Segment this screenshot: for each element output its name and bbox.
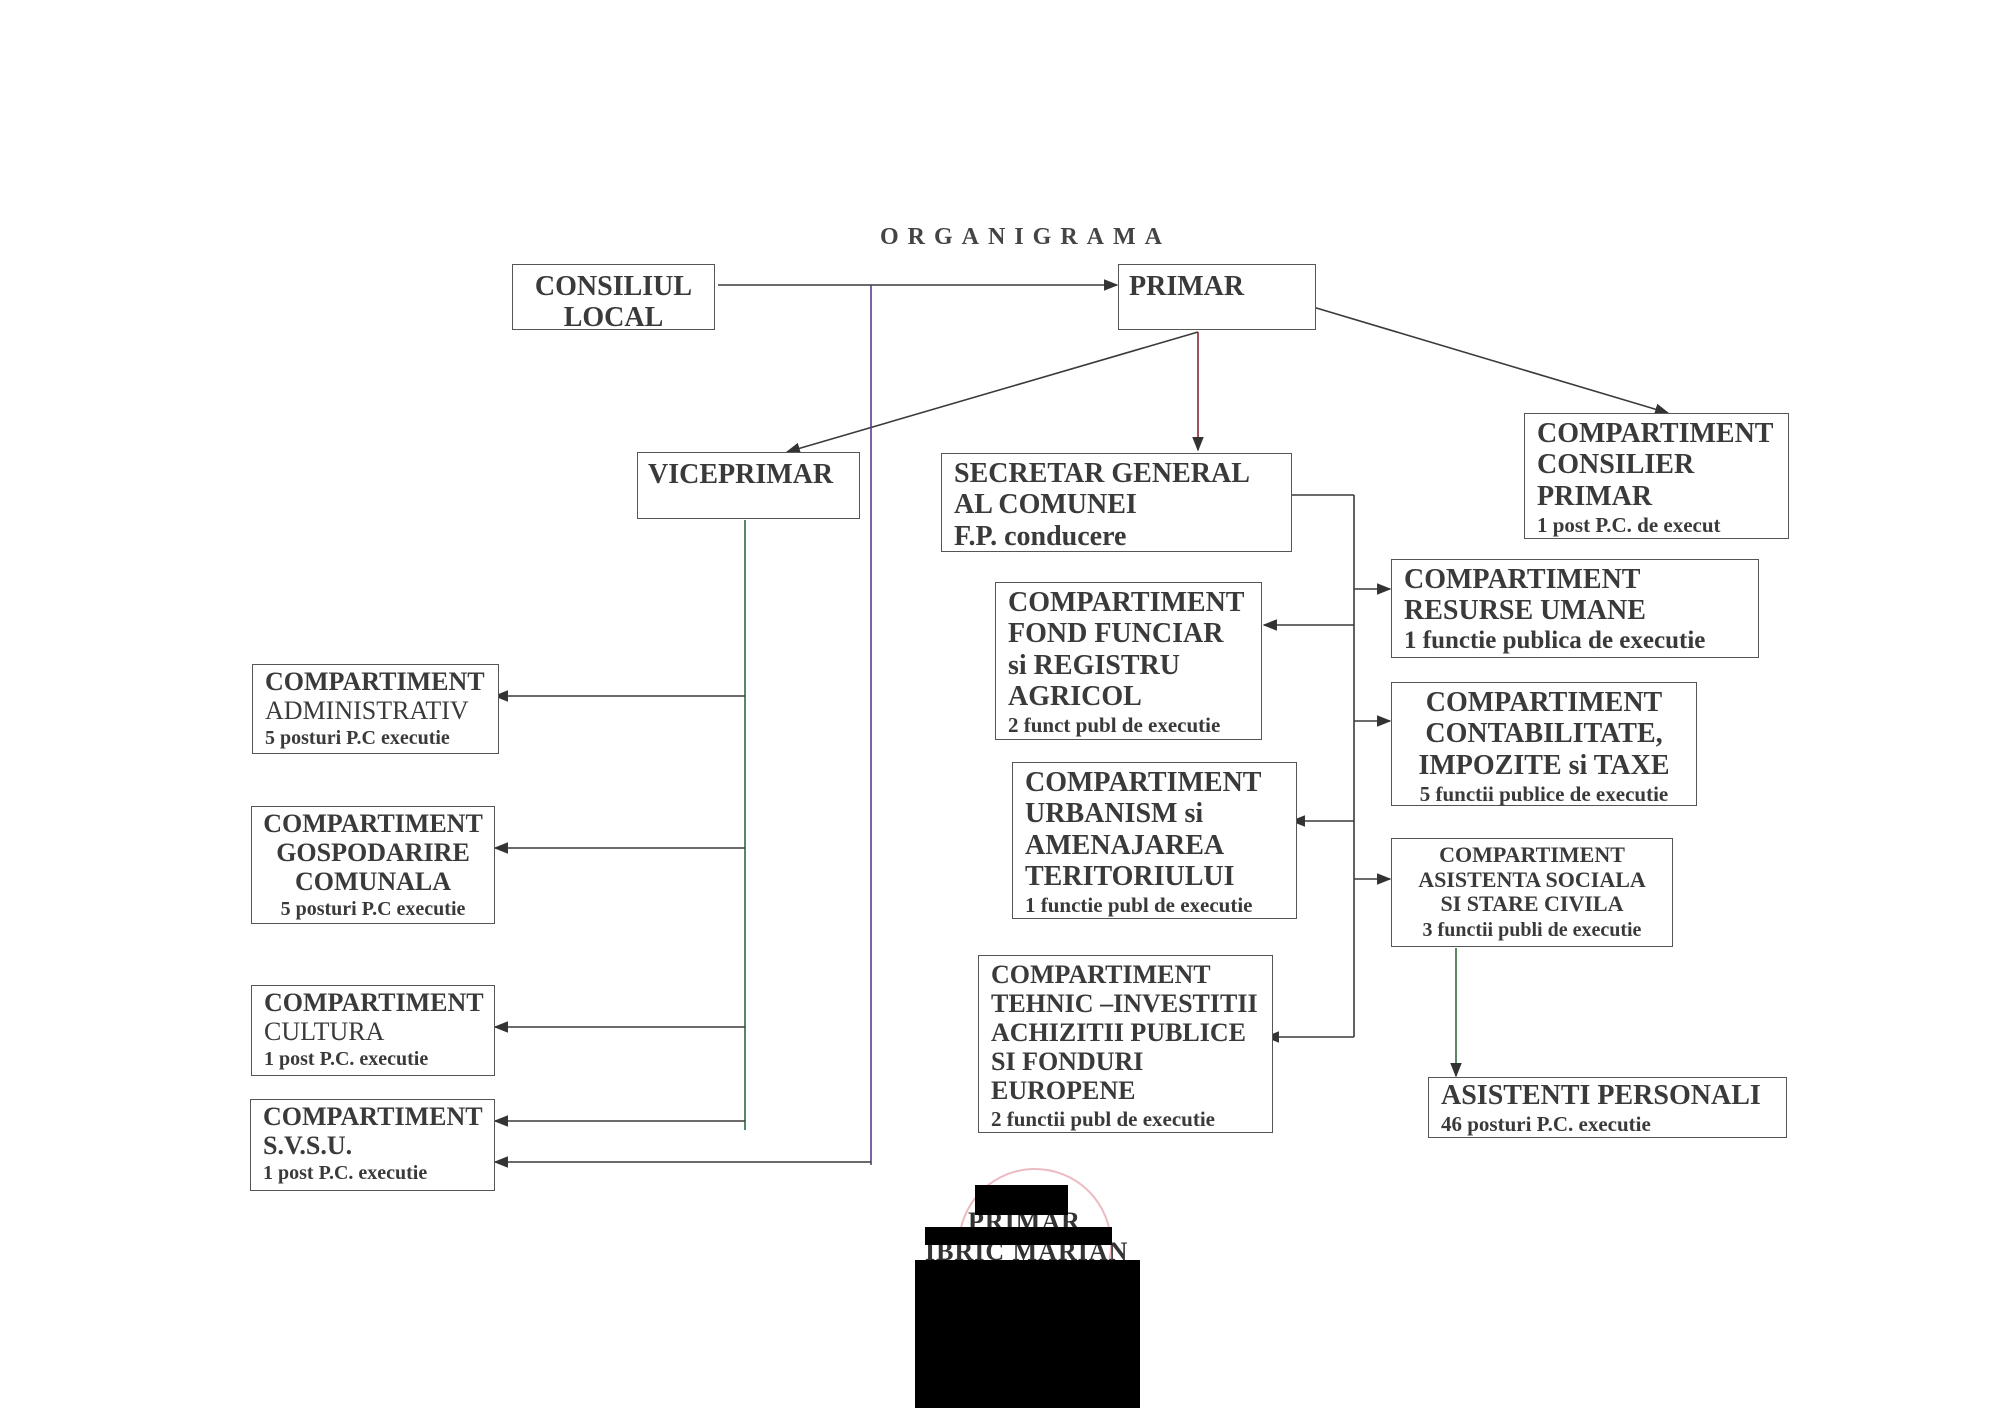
asistenta-line-1: COMPARTIMENT [1439,842,1625,867]
administrativ-line-1: COMPARTIMENT [265,667,485,696]
node-viceprimar: VICEPRIMAR [637,452,860,519]
fond-line-5: 2 funct publ de executie [1008,713,1221,738]
fond-line-1: COMPARTIMENT [1008,587,1245,618]
svsu-line-3: 1 post P.C. executie [263,1162,428,1185]
gospodarire-line-3: COMUNALA [295,867,451,897]
asistenta-line-4: 3 functii publi de executie [1422,918,1642,941]
node-secretar-general: SECRETAR GENERAL AL COMUNEI F.P. conduce… [941,453,1292,552]
contabilitate-line-3: IMPOZITE si TAXE [1418,749,1670,781]
secretar-line-2: AL COMUNEI [954,489,1137,521]
asistenta-line-2: ASISTENTA SOCIALA [1418,866,1646,892]
consiliul-line-2: LOCAL [563,302,664,334]
tehnic-line-2: TEHNIC –INVESTITII [991,989,1258,1019]
fond-line-3: si REGISTRU [1008,649,1180,681]
consilier-line-4: 1 post P.C. de execut [1537,513,1721,538]
tehnic-line-3: ACHIZITII PUBLICE [991,1018,1247,1048]
node-primar: PRIMAR [1118,264,1316,330]
consilier-line-1: COMPARTIMENT [1537,418,1774,449]
node-cultura: COMPARTIMENT CULTURA 1 post P.C. executi… [251,985,495,1076]
asistenti-line-1: ASISTENTI PERSONALI [1441,1080,1761,1111]
resurse-line-3: 1 functie publica de executie [1404,626,1706,654]
node-asistenta-sociala: COMPARTIMENT ASISTENTA SOCIALA SI STARE … [1391,838,1673,947]
node-tehnic-investitii: COMPARTIMENT TEHNIC –INVESTITII ACHIZITI… [978,955,1273,1133]
asistenta-line-3: SI STARE CIVILA [1440,891,1624,917]
resurse-line-2: RESURSE UMANE [1404,595,1646,627]
gospodarire-line-2: GOSPODARIRE [276,838,470,868]
tehnic-line-1: COMPARTIMENT [991,960,1211,989]
svsu-line-1: COMPARTIMENT [263,1102,483,1131]
gospodarire-line-4: 5 posturi P.C executie [280,898,466,921]
primar-line-1: PRIMAR [1129,271,1245,302]
urbanism-line-3: AMENAJAREA [1025,829,1225,861]
tehnic-line-4: SI FONDURI [991,1047,1144,1077]
urbanism-line-1: COMPARTIMENT [1025,767,1262,798]
viceprimar-line-1: VICEPRIMAR [648,459,834,490]
node-resurse-umane: COMPARTIMENT RESURSE UMANE 1 functie pub… [1391,559,1759,658]
tehnic-line-6: 2 functii publ de executie [991,1106,1215,1131]
edge-primar-viceprimar [785,331,1199,454]
contabilitate-line-2: CONTABILITATE, [1425,718,1663,750]
urbanism-line-2: URBANISM si [1025,798,1204,830]
tehnic-line-5: EUROPENE [991,1076,1136,1106]
contabilitate-line-4: 5 functii publice de executie [1419,782,1669,807]
administrativ-line-3: 5 posturi P.C executie [265,727,450,750]
resurse-line-1: COMPARTIMENT [1404,564,1641,595]
node-contabilitate: COMPARTIMENT CONTABILITATE, IMPOZITE si … [1391,682,1697,806]
asistenti-line-2: 46 posturi P.C. executie [1441,1112,1651,1137]
edge-primar-consilier [1312,306,1670,415]
cultura-line-1: COMPARTIMENT [264,988,484,1017]
svsu-line-2: S.V.S.U. [263,1131,353,1161]
node-consilier-primar: COMPARTIMENT CONSILIER PRIMAR 1 post P.C… [1524,413,1789,539]
fond-line-4: AGRICOL [1008,681,1142,713]
consiliul-line-1: CONSILIUL [534,271,693,302]
node-consiliul-local: CONSILIUL LOCAL [512,264,715,334]
node-urbanism: COMPARTIMENT URBANISM si AMENAJAREA TERI… [1012,762,1297,919]
cultura-line-3: 1 post P.C. executie [264,1048,429,1071]
node-fond-funciar: COMPARTIMENT FOND FUNCIAR si REGISTRU AG… [995,582,1262,740]
secretar-line-3: F.P. conducere [954,520,1127,552]
node-administrativ: COMPARTIMENT ADMINISTRATIV 5 posturi P.C… [252,664,499,754]
node-asistenti-personali: ASISTENTI PERSONALI 46 posturi P.C. exec… [1428,1077,1787,1138]
chart-title: ORGANIGRAMA [880,224,1171,250]
cultura-line-2: CULTURA [264,1017,385,1047]
node-gospodarire: COMPARTIMENT GOSPODARIRE COMUNALA 5 post… [251,806,495,924]
consilier-line-3: PRIMAR [1537,480,1653,512]
consilier-line-2: CONSILIER [1537,449,1695,481]
administrativ-line-2: ADMINISTRATIV [265,696,469,726]
node-svsu: COMPARTIMENT S.V.S.U. 1 post P.C. execut… [250,1099,495,1191]
urbanism-line-4: TERITORIULUI [1025,861,1235,893]
redaction-block-middle [925,1227,1112,1245]
urbanism-line-5: 1 functie publ de executie [1025,893,1253,918]
redaction-block-top [975,1185,1068,1215]
redaction-block-bottom [915,1260,1140,1408]
gospodarire-line-1: COMPARTIMENT [263,809,483,838]
secretar-line-1: SECRETAR GENERAL [954,458,1250,489]
fond-line-2: FOND FUNCIAR [1008,618,1224,650]
contabilitate-line-1: COMPARTIMENT [1425,687,1663,718]
